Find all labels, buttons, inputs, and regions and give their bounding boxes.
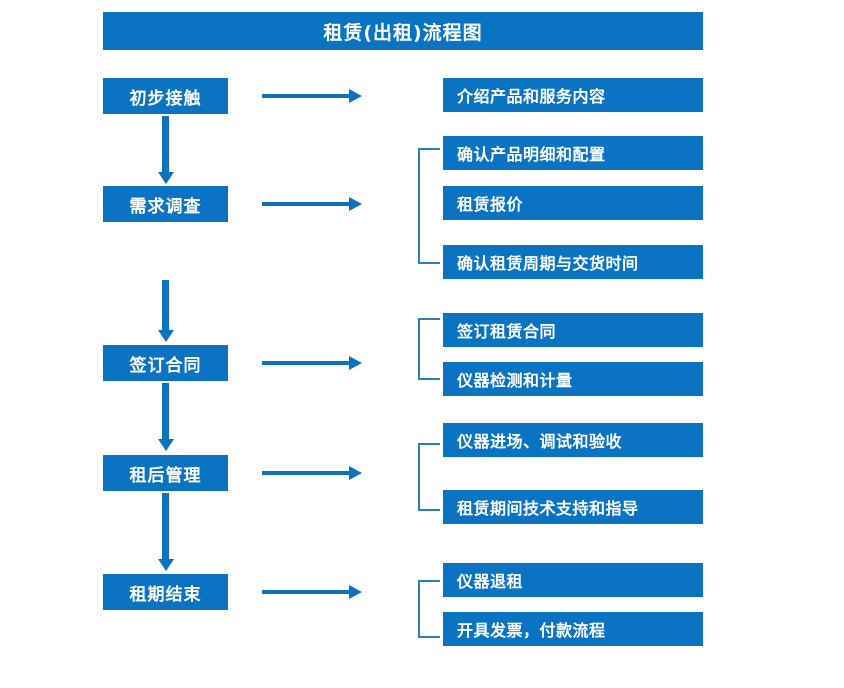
stage-box-rental-period-end[interactable]: 租期结束: [103, 574, 228, 610]
page-title: 租赁(出租)流程图: [103, 12, 703, 50]
detail-box-group-sign-contract-0[interactable]: 签订租赁合同: [443, 313, 703, 347]
arrow-shaft: [262, 94, 350, 98]
arrow-head-right-icon: [349, 356, 362, 370]
horizontal-arrow-post-rental-mgmt: [262, 466, 362, 480]
detail-box-group-initial-contact-0[interactable]: 介绍产品和服务内容: [443, 78, 703, 112]
arrow-head-down-icon: [158, 439, 174, 451]
arrow-shaft: [162, 280, 169, 330]
detail-box-group-post-rental-mgmt-0[interactable]: 仪器进场、调试和验收: [443, 423, 703, 457]
detail-box-group-rental-period-end-1[interactable]: 开具发票，付款流程: [443, 612, 703, 646]
arrow-head-right-icon: [349, 466, 362, 480]
vertical-arrow-post-rental-mgmt-to-rental-period-end: [158, 493, 174, 571]
bracket-group-demand-survey: [418, 148, 440, 264]
detail-box-group-demand-survey-0[interactable]: 确认产品明细和配置: [443, 136, 703, 170]
detail-box-group-post-rental-mgmt-1[interactable]: 租赁期间技术支持和指导: [443, 490, 703, 524]
arrow-shaft: [162, 493, 169, 559]
horizontal-arrow-initial-contact: [262, 89, 362, 103]
bracket-group-sign-contract: [418, 318, 440, 380]
arrow-shaft: [262, 361, 350, 365]
horizontal-arrow-sign-contract: [262, 356, 362, 370]
horizontal-arrow-rental-period-end: [262, 585, 362, 599]
arrow-shaft: [262, 590, 350, 594]
arrow-shaft: [162, 116, 169, 172]
arrow-head-down-icon: [158, 559, 174, 571]
arrow-head-right-icon: [349, 585, 362, 599]
arrow-shaft: [262, 202, 350, 206]
vertical-arrow-sign-contract-to-post-rental-mgmt: [158, 383, 174, 451]
stage-box-initial-contact[interactable]: 初步接触: [103, 78, 228, 114]
arrow-head-right-icon: [349, 197, 362, 211]
vertical-arrow-demand-survey-to-sign-contract: [158, 280, 174, 342]
vertical-arrow-initial-contact-to-demand-survey: [158, 116, 174, 184]
stage-box-demand-survey[interactable]: 需求调查: [103, 186, 228, 222]
bracket-group-rental-period-end: [418, 580, 440, 638]
stage-box-sign-contract[interactable]: 签订合同: [103, 345, 228, 381]
arrow-shaft: [162, 383, 169, 439]
detail-box-group-rental-period-end-0[interactable]: 仪器退租: [443, 563, 703, 597]
arrow-head-right-icon: [349, 89, 362, 103]
arrow-head-down-icon: [158, 172, 174, 184]
detail-box-group-demand-survey-2[interactable]: 确认租赁周期与交货时间: [443, 245, 703, 279]
detail-box-group-demand-survey-1[interactable]: 租赁报价: [443, 186, 703, 220]
stage-box-post-rental-mgmt[interactable]: 租后管理: [103, 455, 228, 491]
detail-box-group-sign-contract-1[interactable]: 仪器检测和计量: [443, 362, 703, 396]
bracket-group-post-rental-mgmt: [418, 443, 440, 511]
arrow-shaft: [262, 471, 350, 475]
horizontal-arrow-demand-survey: [262, 197, 362, 211]
arrow-head-down-icon: [158, 330, 174, 342]
